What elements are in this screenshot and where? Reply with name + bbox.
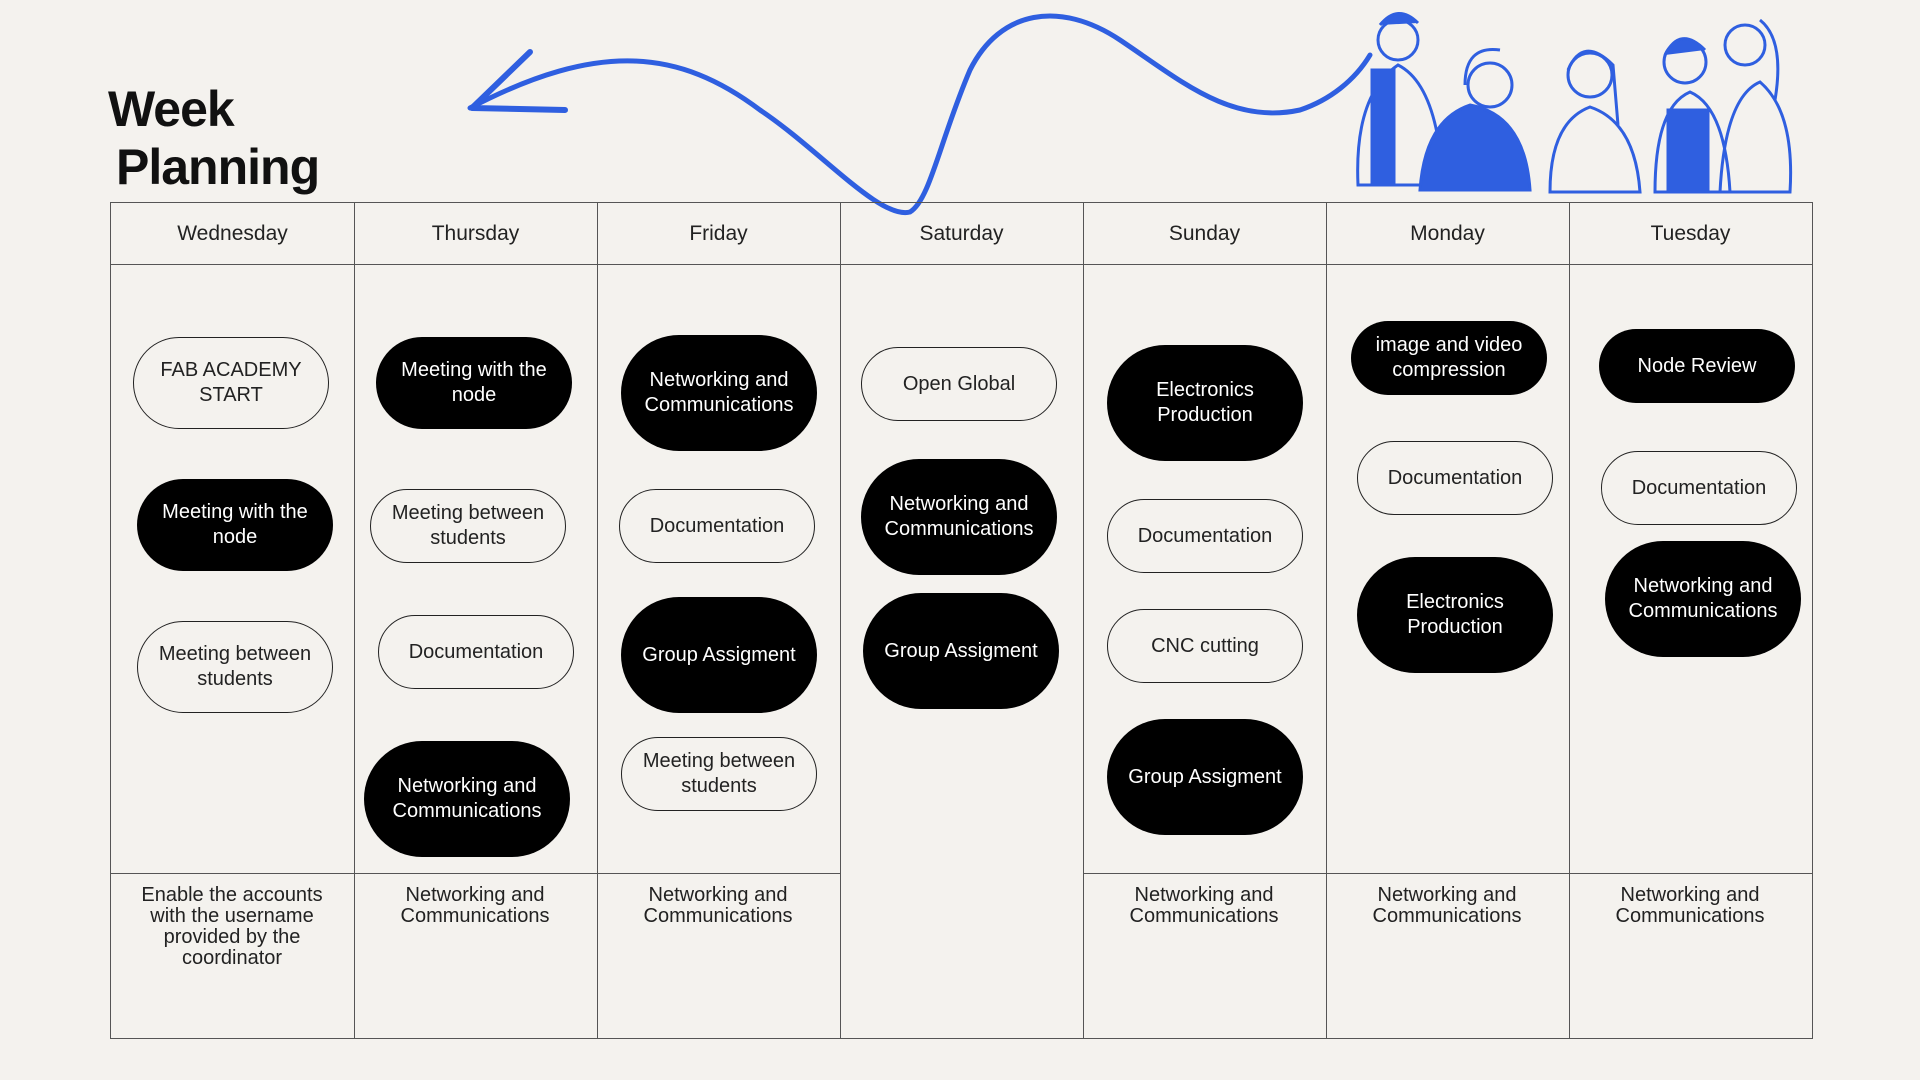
task-pill[interactable]: Documentation	[1601, 451, 1797, 525]
column-divider	[597, 203, 598, 1038]
column-divider	[840, 203, 841, 1038]
task-pill[interactable]: image and video compression	[1351, 321, 1547, 395]
task-pill[interactable]: Documentation	[1107, 499, 1303, 573]
task-pill[interactable]: Networking and Communications	[1605, 541, 1801, 657]
day-header-tuesday: Tuesday	[1650, 221, 1731, 245]
task-pill[interactable]: FAB ACADEMY START	[133, 337, 329, 429]
task-pill[interactable]: Electronics Production	[1357, 557, 1553, 673]
task-pill[interactable]: Networking and Communications	[364, 741, 570, 857]
day-header-monday: Monday	[1410, 221, 1485, 245]
column-divider	[1569, 203, 1570, 1038]
task-pill[interactable]: Electronics Production	[1107, 345, 1303, 461]
day-header-wednesday: Wednesday	[177, 221, 288, 245]
task-pill[interactable]: Group Assigment	[863, 593, 1059, 709]
page-title-line-2: Planning	[116, 139, 320, 195]
page-title-line-1: Week	[108, 81, 235, 137]
task-pill[interactable]: Meeting with the node	[376, 337, 572, 429]
task-pill[interactable]: Documentation	[619, 489, 815, 563]
note-monday: Networking and Communications	[1372, 884, 1522, 927]
note-thursday: Networking and Communications	[400, 884, 550, 927]
task-pill[interactable]: Documentation	[378, 615, 574, 689]
column-divider	[1326, 203, 1327, 1038]
task-pill[interactable]: Group Assigment	[1107, 719, 1303, 835]
header-divider	[111, 264, 1812, 265]
task-pill[interactable]: Group Assigment	[621, 597, 817, 713]
task-pill[interactable]: Meeting between students	[137, 621, 333, 713]
day-header-friday: Friday	[689, 221, 748, 245]
day-header-thursday: Thursday	[431, 221, 520, 245]
notes-divider	[1083, 873, 1812, 874]
note-tuesday: Networking and Communications	[1615, 884, 1765, 927]
day-header-saturday: Saturday	[919, 221, 1004, 245]
task-pill[interactable]: CNC cutting	[1107, 609, 1303, 683]
week-planner-grid: Wednesday Thursday Friday Saturday Sunda…	[110, 202, 1813, 1039]
column-divider	[354, 203, 355, 1038]
day-header-sunday: Sunday	[1168, 221, 1241, 245]
column-divider	[1083, 203, 1084, 1038]
notes-divider	[111, 873, 840, 874]
task-pill[interactable]: Meeting between students	[370, 489, 566, 563]
task-pill[interactable]: Networking and Communications	[861, 459, 1057, 575]
task-pill[interactable]: Open Global	[861, 347, 1057, 421]
task-pill[interactable]: Networking and Communications	[621, 335, 817, 451]
note-friday: Networking and Communications	[643, 884, 793, 927]
task-pill[interactable]: Node Review	[1599, 329, 1795, 403]
task-pill[interactable]: Meeting with the node	[137, 479, 333, 571]
note-sunday: Networking and Communications	[1129, 884, 1279, 927]
task-pill[interactable]: Meeting between students	[621, 737, 817, 811]
task-pill[interactable]: Documentation	[1357, 441, 1553, 515]
note-wednesday: Enable the accounts with the username pr…	[141, 884, 323, 969]
